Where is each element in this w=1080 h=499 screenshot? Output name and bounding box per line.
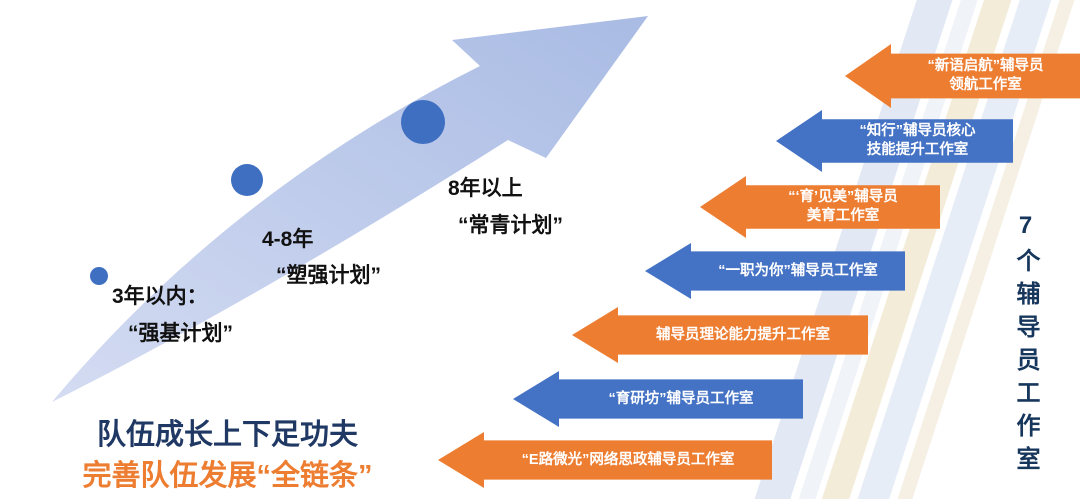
stage2-period: 4-8年 bbox=[262, 228, 314, 251]
stage-dot-2 bbox=[231, 164, 263, 196]
caption: 队伍成长上下足功夫 完善队伍发展“全链条” bbox=[30, 418, 425, 494]
stage-dot-3 bbox=[401, 100, 445, 144]
workshop-arrow-5-label: 辅导员理论能力提升工作室 bbox=[656, 326, 830, 343]
workshop-arrow-3: “‘育’见美”辅导员美育工作室 bbox=[700, 176, 940, 238]
stage1-plan: “强基计划” bbox=[128, 322, 233, 345]
workshop-arrow-1: “新语启航”辅导员领航工作室 bbox=[845, 44, 1080, 108]
growth-arrow-shape bbox=[52, 16, 648, 402]
stage3-plan: “常青计划” bbox=[458, 214, 563, 237]
workshop-arrow-1-label: “新语启航”辅导员领航工作室 bbox=[927, 58, 1044, 93]
workshop-arrow-6: “育研坊”辅导员工作室 bbox=[513, 371, 803, 427]
workshop-arrow-7: “E路微光”网络思政辅导员工作室 bbox=[438, 432, 772, 488]
workshop-arrow-3-label: “‘育’见美”辅导员美育工作室 bbox=[788, 189, 898, 224]
workshop-arrow-5: 辅导员理论能力提升工作室 bbox=[572, 307, 868, 363]
side-label: 7个辅导员工作室 bbox=[1012, 212, 1039, 479]
workshop-arrow-2-label: “知行”辅导员核心技能提升工作室 bbox=[859, 123, 976, 158]
stage1-period: 3年以内： bbox=[112, 285, 208, 308]
workshop-arrow-2: “知行”辅导员核心技能提升工作室 bbox=[776, 110, 1013, 172]
caption-line1: 队伍成长上下足功夫 bbox=[96, 419, 358, 451]
workshop-arrow-4-label: “一职为你”辅导员工作室 bbox=[718, 262, 878, 279]
stage2-plan: “塑强计划” bbox=[276, 264, 381, 287]
workshop-arrow-4: “一职为你”辅导员工作室 bbox=[645, 243, 905, 299]
workshop-arrow-6-label: “育研坊”辅导员工作室 bbox=[608, 390, 754, 407]
stage3-period: 8年以上 bbox=[448, 177, 523, 200]
stage-dot-1 bbox=[90, 267, 108, 285]
growth-curve-arrow bbox=[52, 16, 648, 402]
workshop-arrow-7-label: “E路微光”网络思政辅导员工作室 bbox=[521, 451, 735, 468]
caption-line2: 完善队伍发展“全链条” bbox=[82, 459, 373, 492]
